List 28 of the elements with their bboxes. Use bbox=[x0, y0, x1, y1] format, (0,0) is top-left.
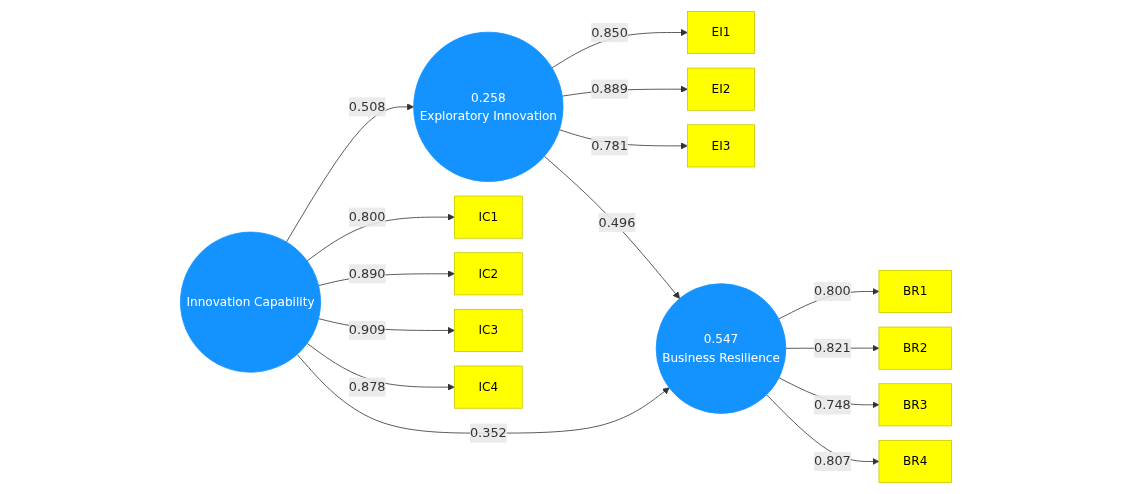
node-circle: Innovation Capability bbox=[180, 231, 321, 373]
node-box: BR2 bbox=[878, 326, 952, 370]
node-box: IC3 bbox=[454, 308, 523, 352]
edge-label: 0.807 bbox=[814, 453, 851, 469]
node-box: IC2 bbox=[454, 252, 523, 296]
edge-label: 0.508 bbox=[348, 98, 386, 115]
edge-label: 0.781 bbox=[591, 137, 629, 154]
edge-label: 0.800 bbox=[348, 209, 386, 225]
node-box: EI1 bbox=[687, 11, 755, 55]
node-box: EI2 bbox=[687, 67, 755, 111]
node-box: BR1 bbox=[878, 270, 952, 313]
edge-label: 0.352 bbox=[469, 425, 507, 441]
edge-label: 0.821 bbox=[814, 340, 851, 356]
node-circle: 0.258 Exploratory Innovation bbox=[413, 31, 564, 182]
edge-label: 0.496 bbox=[598, 214, 636, 230]
edge-label: 0.748 bbox=[814, 396, 851, 413]
node-box: IC1 bbox=[454, 195, 523, 239]
node-box: IC4 bbox=[454, 365, 523, 409]
edge-label: 0.850 bbox=[591, 24, 629, 40]
node-box: BR4 bbox=[878, 439, 952, 483]
edge-label: 0.889 bbox=[591, 81, 629, 97]
node-box: BR3 bbox=[878, 383, 952, 427]
edge-label: 0.800 bbox=[814, 283, 851, 299]
edge-label: 0.890 bbox=[348, 265, 386, 282]
edge-label: 0.878 bbox=[348, 379, 386, 395]
edge-label: 0.909 bbox=[348, 322, 386, 338]
node-box: EI3 bbox=[687, 124, 755, 168]
node-circle: 0.547 Business Resilience bbox=[655, 283, 787, 414]
